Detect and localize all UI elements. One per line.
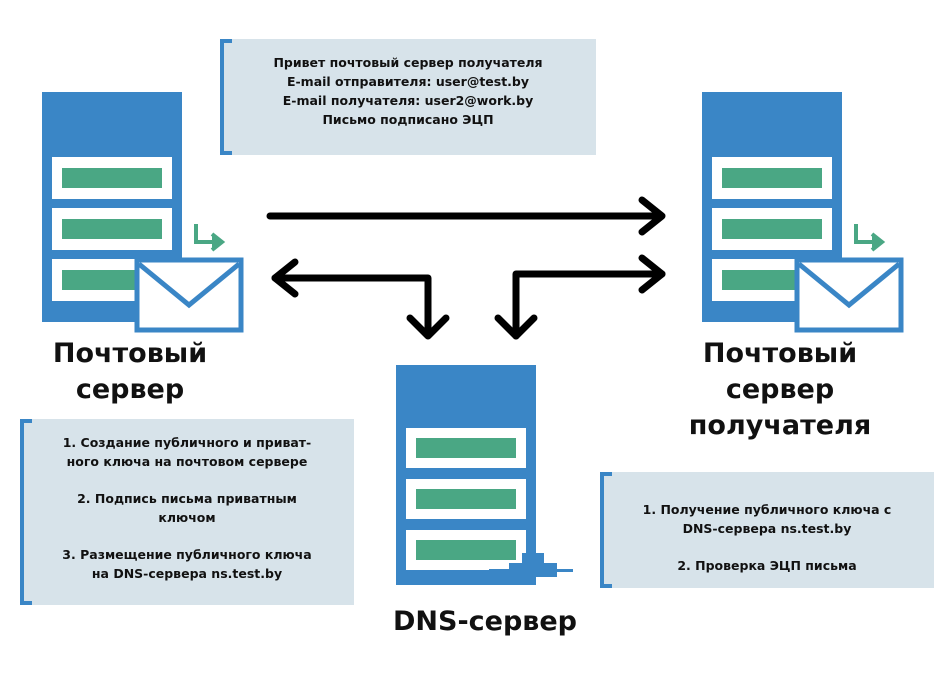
arrow-sender-to-dns	[406, 314, 450, 340]
step-item: 2. Подпись письма приватным ключом	[20, 489, 354, 527]
dns-server-label: DNS-сервер	[370, 604, 600, 640]
step-item: 2. Проверка ЭЦП письма	[600, 556, 934, 575]
arrow-receiver-to-dns	[494, 270, 666, 340]
message-note: Привет почтовый сервер получателя E-mail…	[220, 39, 596, 155]
sender-envelope-icon	[134, 257, 244, 333]
step-line: 2. Подпись письма приватным	[77, 491, 297, 506]
step-line: 1. Получение публичного ключа с	[642, 502, 892, 517]
dns-server	[396, 365, 536, 585]
arrow-dns-to-sender	[271, 258, 432, 334]
label-line: Почтовый	[52, 338, 208, 369]
step-item: 1. Получение публичного ключа с DNS-серв…	[600, 500, 934, 538]
sender-server	[42, 92, 182, 322]
step-line: 3. Размещение публичного ключа	[62, 547, 312, 562]
message-line: E-mail получателя: user2@work.by	[282, 93, 534, 108]
receiver-server	[702, 92, 842, 322]
message-line: E-mail отправителя: user@test.by	[286, 74, 530, 89]
step-line: 2. Проверка ЭЦП письма	[677, 558, 857, 573]
message-line: Привет почтовый сервер получателя	[273, 55, 543, 70]
step-item: 3. Размещение публичного ключа на DNS-се…	[20, 545, 354, 583]
label-line: DNS-сервер	[392, 606, 578, 637]
label-line: сервер	[725, 374, 835, 405]
step-line: DNS-сервера ns.test.by	[682, 521, 852, 536]
receiver-steps-note: 1. Получение публичного ключа с DNS-серв…	[600, 472, 934, 588]
step-line: ного ключа на почтовом сервере	[66, 454, 308, 469]
arrow-sender-to-receiver	[266, 196, 666, 236]
message-line: Письмо подписано ЭЦП	[322, 112, 494, 127]
receiver-envelope-icon	[794, 257, 904, 333]
label-line: сервер	[75, 374, 185, 405]
step-line: ключом	[158, 510, 216, 525]
step-item: 1. Создание публичного и приват- ного кл…	[20, 433, 354, 471]
receiver-forward-arrow-icon	[854, 224, 886, 252]
receiver-server-label: Почтовый сервер получателя	[680, 336, 880, 444]
step-line: на DNS-сервера ns.test.by	[91, 566, 283, 581]
sender-forward-arrow-icon	[194, 224, 226, 252]
arrow-dns-to-receiver	[638, 254, 666, 294]
label-line: Почтовый	[702, 338, 858, 369]
step-line: 1. Создание публичного и приват-	[62, 435, 312, 450]
label-line: получателя	[688, 410, 872, 441]
sender-steps-note: 1. Создание публичного и приват- ного кл…	[20, 419, 354, 605]
sender-server-label: Почтовый сервер	[30, 336, 230, 408]
network-plug-icon	[489, 540, 573, 577]
